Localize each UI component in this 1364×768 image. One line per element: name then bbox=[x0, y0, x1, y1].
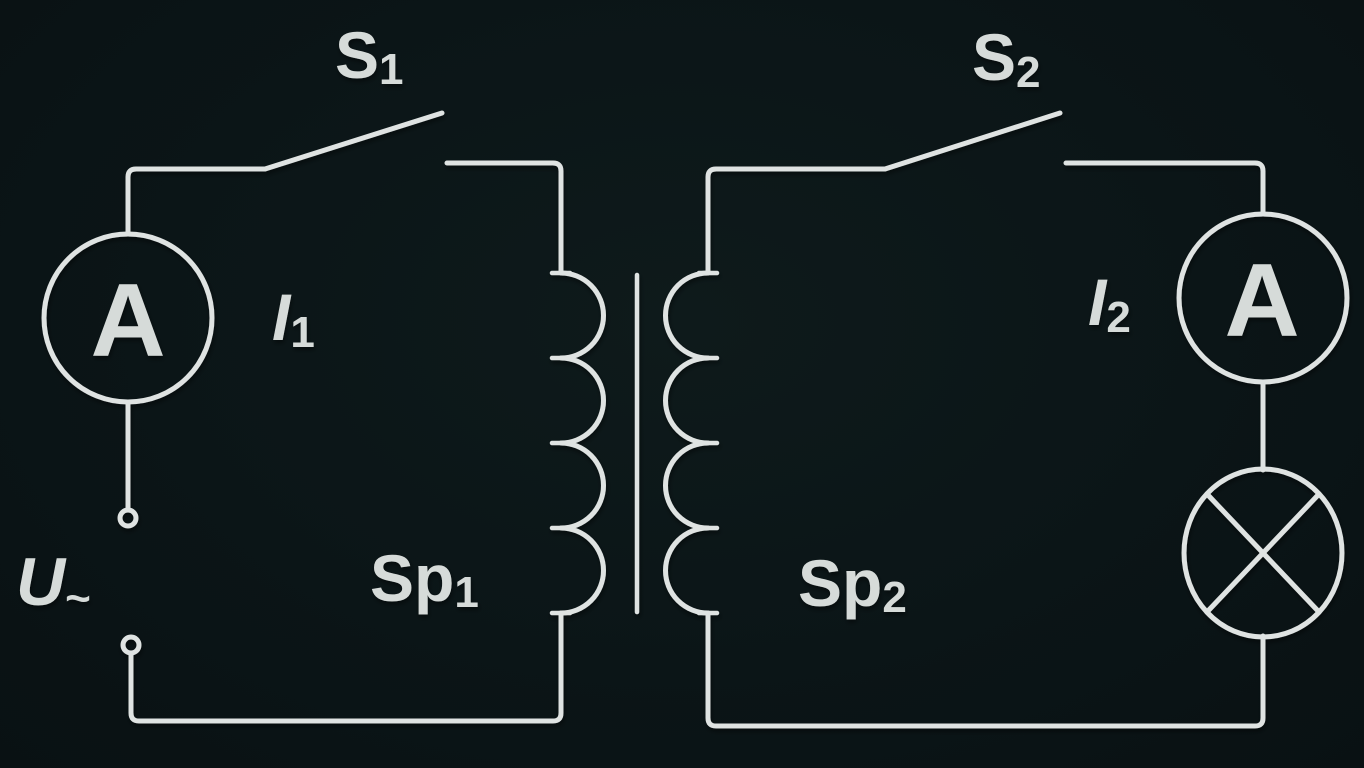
switch-s2-blade-icon bbox=[882, 110, 1063, 172]
wire-coil2-to-lamp bbox=[705, 610, 1266, 729]
wire-switch1-to-coil1 bbox=[444, 160, 564, 276]
label-s2: S2 bbox=[972, 20, 1041, 97]
label-sp1: Sp1 bbox=[370, 541, 479, 617]
ammeter-primary-icon bbox=[41, 231, 215, 405]
source-terminal-lower-icon bbox=[120, 634, 142, 656]
label-i2: I2 bbox=[1088, 265, 1131, 342]
coil-sp1-cusp-ticks bbox=[549, 270, 573, 616]
lamp-icon bbox=[1181, 466, 1345, 640]
primary-circuit: A bbox=[41, 110, 606, 724]
ammeter-secondary-icon bbox=[1176, 211, 1350, 385]
label-u: U~ bbox=[16, 544, 91, 623]
label-sp2: Sp2 bbox=[798, 546, 907, 622]
wire-coil1-to-source bbox=[128, 610, 564, 724]
ammeter-secondary-letter: A bbox=[1224, 243, 1299, 359]
switch-s1-blade-icon bbox=[262, 110, 445, 172]
wire-switch2-to-ammeter bbox=[1063, 160, 1266, 217]
label-s1: S1 bbox=[335, 18, 404, 94]
secondary-circuit: A bbox=[663, 110, 1350, 729]
wire-switch2-to-coil2 bbox=[705, 166, 888, 276]
lamp-cross bbox=[1204, 491, 1322, 615]
wire-ammeter-to-switch1 bbox=[125, 166, 268, 237]
ammeter-primary-letter: A bbox=[90, 263, 165, 379]
coil-sp2-cusp-ticks bbox=[696, 270, 720, 616]
label-i1: I1 bbox=[272, 280, 315, 357]
